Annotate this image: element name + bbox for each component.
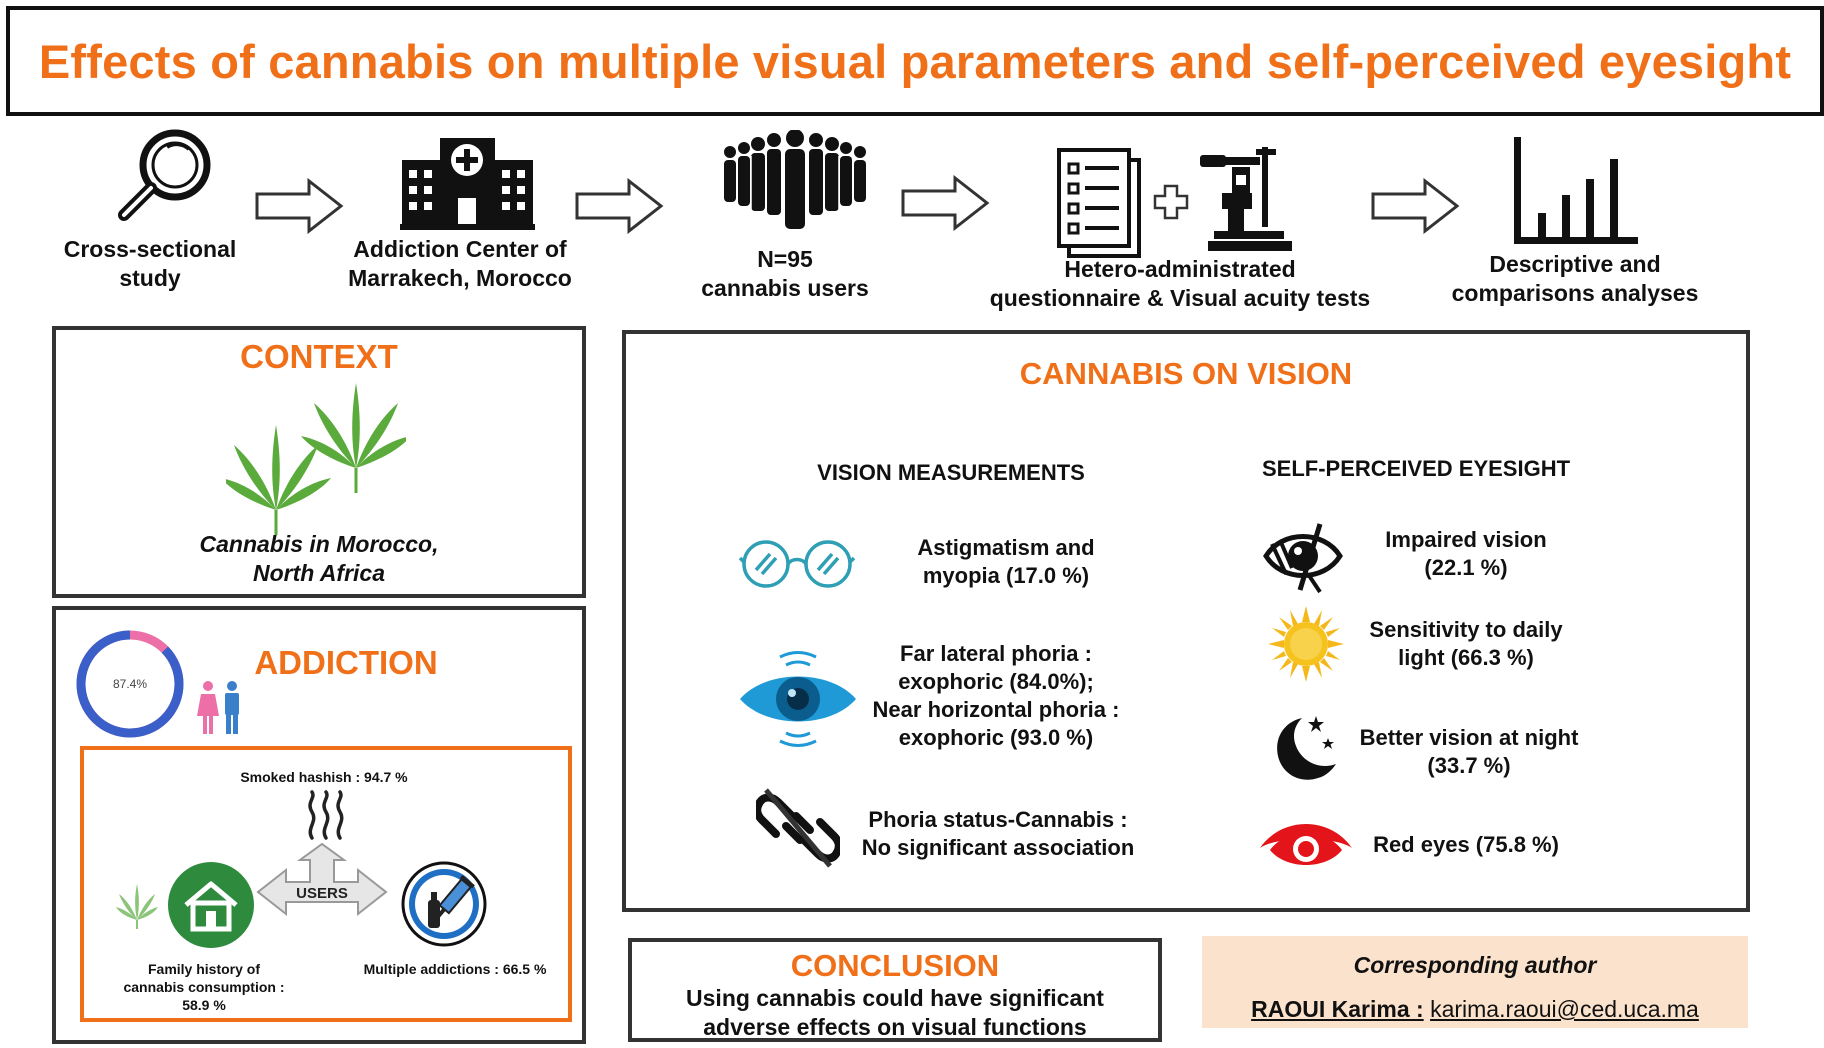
conclusion-heading: CONCLUSION: [790, 948, 1000, 983]
man-woman-icon: [197, 681, 239, 734]
slit-lamp-icon: [1200, 147, 1292, 251]
perceived-line: Red eyes (75.8 %): [1373, 832, 1559, 857]
perceived-impaired-vision: Impaired vision (22.1 %): [1346, 526, 1586, 582]
flow-label-line2: comparisons analyses: [1451, 280, 1699, 306]
flow-label-line2: questionnaire & Visual acuity tests: [989, 285, 1371, 311]
arrow-right-icon: [255, 178, 344, 234]
flow-label-line2: Marrakech, Morocco: [348, 265, 572, 291]
arrow-right-icon: [575, 178, 664, 234]
measurement-line: exophoric (84.0%);: [898, 669, 1094, 694]
author-name: RAOUI Karima :: [1251, 996, 1424, 1022]
perceived-line: (22.1 %): [1424, 555, 1508, 580]
family-history-line3: 58.9 %: [182, 997, 226, 1013]
donut-main-segment: [76, 630, 184, 738]
flow-step-analysis: Descriptive and comparisons analyses: [1430, 135, 1720, 315]
broken-link-icon: [756, 788, 840, 868]
measurement-line: myopia (17.0 %): [922, 563, 1090, 588]
context-caption-line2: North Africa: [252, 560, 386, 586]
hospital-icon: [400, 138, 535, 230]
measurement-line: Near horizontal phoria :: [872, 697, 1120, 722]
flow-step-study: Cross-sectional study: [40, 125, 260, 305]
moon-stars-icon: [1277, 716, 1336, 780]
plus-icon: [1153, 184, 1189, 220]
donut-label: 87.4%: [113, 677, 147, 691]
measurement-line: Phoria status-Cannabis :: [868, 807, 1128, 832]
conclusion-text: Using cannabis could have significant ad…: [632, 984, 1158, 1042]
conclusion-line1: Using cannabis could have significant: [686, 985, 1104, 1011]
conclusion-panel: CONCLUSION Using cannabis could have sig…: [628, 938, 1162, 1042]
title-banner: Effects of cannabis on multiple visual p…: [6, 6, 1824, 116]
measurement-line: exophoric (93.0 %): [898, 725, 1094, 750]
perceived-line: Impaired vision: [1385, 527, 1547, 552]
measurements-heading: VISION MEASUREMENTS: [817, 460, 1085, 485]
author-email-link[interactable]: karima.raoui@ced.uca.ma: [1430, 996, 1699, 1022]
sun-icon: [1268, 606, 1344, 682]
perceived-line: Sensitivity to daily: [1369, 617, 1563, 642]
flow-label-line1: Descriptive and: [1489, 251, 1661, 277]
bar-chart-icon: [1514, 137, 1638, 244]
flow-step-center: Addiction Center of Marrakech, Morocco: [340, 125, 580, 305]
flow-label-line2: cannabis users: [701, 275, 869, 301]
perceived-line: (33.7 %): [1427, 753, 1511, 778]
smoked-hashish-label: Smoked hashish : 94.7 %: [240, 769, 408, 785]
perceived-red-eyes: Red eyes (75.8 %): [1346, 831, 1586, 859]
donut-chart: 87.4%: [76, 630, 184, 738]
perceived-line: light (66.3 %): [1398, 645, 1534, 670]
home-icon: [168, 862, 254, 948]
glasses-icon: [738, 540, 856, 588]
perceived-night-vision: Better vision at night (33.7 %): [1344, 724, 1594, 780]
measurement-line: No significant association: [861, 835, 1135, 860]
impaired-eye-icon: [1263, 523, 1343, 594]
flow-label-line1: Addiction Center of: [353, 236, 567, 262]
small-leaf-icon: [116, 884, 158, 929]
addiction-heading: ADDICTION: [254, 644, 438, 681]
measurement-astigmatism: Astigmatism and myopia (17.0 %): [866, 534, 1146, 590]
questionnaire-icon: [1057, 148, 1141, 258]
flow-label-line1: N=95: [757, 246, 813, 272]
flow-step-methods: Hetero-administrated questionnaire & Vis…: [960, 140, 1400, 320]
perceived-light-sensitivity: Sensitivity to daily light (66.3 %): [1346, 616, 1586, 672]
context-caption-line1: Cannabis in Morocco,: [199, 531, 439, 557]
blue-eye-icon: [740, 651, 856, 747]
flow-step-participants: N=95 cannabis users: [680, 130, 890, 310]
magnifier-icon: [118, 129, 211, 221]
flow-label-line2: study: [119, 265, 181, 291]
vision-panel: CANNABIS ON VISION VISION MEASUREMENTS S…: [622, 330, 1750, 912]
author-contact: RAOUI Karima : karima.raoui@ced.uca.ma: [1202, 996, 1748, 1023]
arrow-right-icon: [1371, 178, 1460, 234]
family-history-line2: cannabis consumption :: [123, 979, 285, 995]
cannabis-leaf-icon: [226, 383, 406, 535]
measurement-association: Phoria status-Cannabis : No significant …: [848, 806, 1148, 862]
users-arrows-diagram: [256, 842, 388, 917]
vision-heading: CANNABIS ON VISION: [1019, 356, 1353, 391]
flow-label-line1: Cross-sectional: [63, 236, 237, 262]
smoke-icon: [308, 790, 344, 840]
addictions-icon: [401, 861, 487, 947]
users-label: USERS: [296, 885, 348, 902]
people-crowd-icon: [724, 130, 866, 229]
author-box: Corresponding author RAOUI Karima : kari…: [1202, 936, 1748, 1028]
addiction-subpanel: Smoked hashish : 94.7 % USERS: [80, 746, 572, 1022]
conclusion-line2: adverse effects on visual functions: [703, 1014, 1087, 1040]
measurement-line: Far lateral phoria :: [900, 641, 1092, 666]
context-panel: CONTEXT Cannabis in Morocco, North Af: [52, 326, 586, 598]
addiction-panel: 87.4% ADDICTION Smoked hashish : 94.7 % …: [52, 606, 586, 1044]
family-history-label: Family history of cannabis consumption :…: [104, 960, 304, 1014]
context-caption: Cannabis in Morocco, North Africa: [56, 530, 582, 588]
flow-label-line1: Hetero-administrated: [1064, 256, 1296, 282]
perceived-line: Better vision at night: [1359, 725, 1579, 750]
perceived-heading: SELF-PERCEIVED EYESIGHT: [1261, 456, 1571, 481]
measurement-line: Astigmatism and: [917, 535, 1095, 560]
red-eye-icon: [1260, 824, 1352, 865]
arrow-right-icon: [901, 175, 990, 231]
poster-title: Effects of cannabis on multiple visual p…: [38, 34, 1792, 88]
measurement-phoria: Far lateral phoria : exophoric (84.0%); …: [846, 640, 1146, 752]
family-history-line1: Family history of: [147, 961, 261, 977]
context-heading: CONTEXT: [240, 338, 398, 375]
author-heading: Corresponding author: [1353, 952, 1597, 978]
multiple-addictions-label: Multiple addictions : 66.5 %: [363, 961, 547, 977]
